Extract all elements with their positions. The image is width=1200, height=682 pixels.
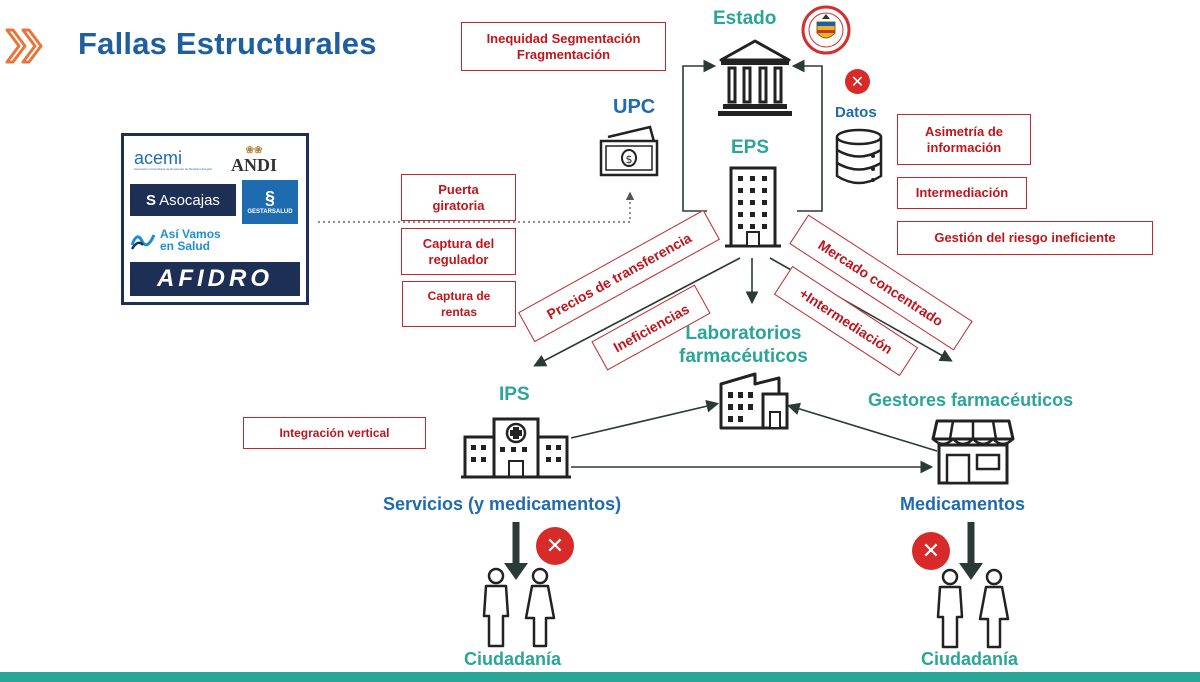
red-x-icon: ✕ [536,527,574,565]
acemi-logo-subtext: Asociación Colombiana de Empresas de Med… [134,167,212,171]
gestion-riesgo-label: Gestión del riesgo ineficiente [934,230,1116,245]
estado-label: Estado [713,8,777,29]
svg-text:$: $ [626,153,633,166]
laboratorios-line1: Laboratorios [685,323,802,344]
inequidad-line2: Fragmentación [516,46,611,62]
gestion-riesgo-box: Gestión del riesgo ineficiente [897,221,1153,255]
inequidad-line1: Inequidad Segmentación [486,30,641,46]
afidro-logo-text: AFIDRO [157,265,273,292]
money-bill-icon: $ [599,125,659,177]
puerta-giratoria-box: Puerta giratoria [401,174,516,221]
ciudadania-left-label: Ciudadanía [464,649,562,669]
gestarsalud-s-icon: § [264,188,275,208]
integracion-vertical-label: Integración vertical [279,426,390,440]
intermediacion-box: Intermediación [897,177,1027,209]
government-building-icon [718,39,792,116]
captura-rentas-box: Captura de rentas [402,281,516,327]
andi-logo-text: ANDI [230,155,277,175]
people-icon [482,567,556,648]
captura-reg-line1: Captura del [422,235,495,251]
asi-vamos-line1: Así Vamos [160,227,221,241]
gestores-label: Gestores farmacéuticos [868,390,1074,410]
afidro-logo: AFIDRO [130,262,300,296]
page-title: Fallas Estructurales [78,26,377,61]
industry-logos-panel: acemi Asociación Colombiana de Empresas … [121,133,309,305]
asimetria-line1: Asimetría de [924,123,1004,139]
laboratorios-label: Laboratorios farmacéuticos [679,322,808,368]
database-icon [835,128,883,185]
hospital-icon [461,417,571,479]
inequidad-box: Inequidad Segmentación Fragmentación [461,22,666,71]
ciudadania-right-label: Ciudadanía [921,649,1019,669]
gestarsalud-logo-text: GESTARSALUD [247,209,293,215]
puerta-line2: giratoria [432,197,485,213]
asi-vamos-logo: Así Vamos en Salud [130,224,256,256]
upc-label: UPC [613,96,656,118]
red-x-icon: ✕ [845,69,870,94]
andi-ornament: ❀❀ [245,145,263,156]
asocajas-logo: S Asocajas [130,184,236,216]
servicios-label: Servicios (y medicamentos) [383,494,622,514]
asocajas-s-icon: S [146,191,157,209]
asimetria-line2: información [926,139,1002,155]
factory-icon [719,372,789,430]
captura-regulador-box: Captura del regulador [401,228,516,275]
intermediacion-label: Intermediación [915,185,1009,200]
captura-reg-line2: regulador [428,251,489,267]
acemi-logo: acemi Asociación Colombiana de Empresas … [130,142,212,178]
red-x-icon: ✕ [912,532,950,570]
andi-logo: ❀❀ ANDI [220,142,288,178]
acemi-logo-text: acemi [134,148,183,168]
laboratorios-line2: farmacéuticos [679,346,808,367]
asi-vamos-text-group: Así Vamos en Salud [160,228,221,252]
asi-vamos-wave-icon [130,234,156,250]
integracion-vertical-box: Integración vertical [243,417,426,449]
office-building-icon [725,166,781,248]
captura-rentas-line1: Captura de [427,289,491,303]
colombia-seal-icon [801,5,851,55]
asocajas-logo-text: Asocajas [159,191,220,209]
ips-label: IPS [499,384,530,405]
gestarsalud-logo: § GESTARSALUD [242,180,298,224]
asi-vamos-line2: en Salud [160,239,211,253]
datos-label: Datos [835,104,877,121]
store-icon [931,419,1015,485]
eps-label: EPS [731,137,770,158]
asimetria-box: Asimetría de información [897,114,1031,165]
footer-bar [0,672,1200,682]
medicamentos-label: Medicamentos [900,494,1026,514]
captura-rentas-line2: rentas [440,305,478,319]
puerta-line1: Puerta [438,181,479,197]
double-chevron-icon [5,28,43,64]
people-icon [936,568,1010,649]
